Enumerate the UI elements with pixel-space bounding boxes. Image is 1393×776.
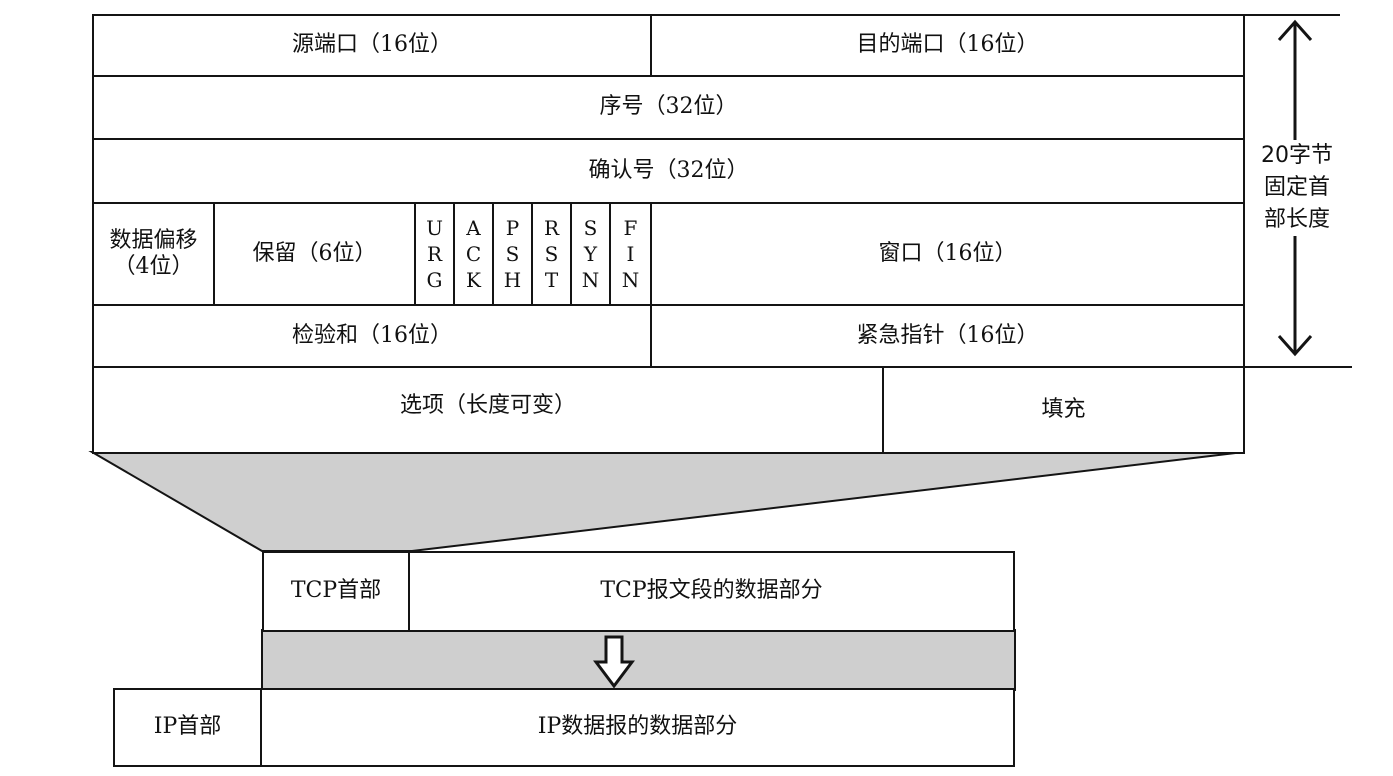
flag-letter: K xyxy=(466,268,481,292)
flag-letter: U xyxy=(426,216,443,240)
ip-datagram-header: IP首部 xyxy=(113,688,262,767)
flag-letter: T xyxy=(544,268,559,292)
flag-ack: A C K xyxy=(453,202,494,306)
flag-letter: H xyxy=(503,268,522,292)
expansion-trapezoid xyxy=(88,451,1245,552)
fixed-length-line3: 部长度 xyxy=(1263,207,1330,232)
flag-letter: F xyxy=(623,216,638,240)
flag-letter: S xyxy=(544,242,559,266)
flag-letter: N xyxy=(581,268,600,292)
fixed-length-line1: 20字节 xyxy=(1261,143,1333,168)
shaded-band xyxy=(261,629,1016,691)
flag-letter: R xyxy=(543,216,560,240)
fixed-length-line2: 固定首 xyxy=(1263,175,1330,200)
data-offset-size: （4位） xyxy=(113,254,194,279)
fixed-header-length-label: 20字节 固定首 部长度 xyxy=(1252,140,1342,236)
ip-datagram-data: IP数据报的数据部分 xyxy=(260,688,1015,767)
flag-letter: Y xyxy=(583,242,598,266)
flag-psh: P S H xyxy=(492,202,533,306)
flag-letter: G xyxy=(426,268,443,292)
flag-letter: S xyxy=(583,216,598,240)
destination-port-field: 目的端口（16位） xyxy=(650,14,1245,77)
source-port-field: 源端口（16位） xyxy=(92,14,652,77)
tcp-segment-header: TCP首部 xyxy=(262,551,410,632)
flag-letter: R xyxy=(426,242,443,266)
data-offset-label: 数据偏移 xyxy=(109,227,198,253)
flag-letter: N xyxy=(621,268,640,292)
flag-letter: A xyxy=(466,216,481,240)
flag-letter: S xyxy=(505,242,520,266)
flag-urg: U R G xyxy=(414,202,455,306)
flag-letter: P xyxy=(505,216,520,240)
sequence-number-field: 序号（32位） xyxy=(92,75,1245,140)
window-field: 窗口（16位） xyxy=(650,202,1245,306)
flag-letter: C xyxy=(465,242,482,266)
options-field: 选项（长度可变） xyxy=(92,366,884,454)
flag-fin: F I N xyxy=(609,202,652,306)
flag-rst: R S T xyxy=(531,202,572,306)
down-arrow-icon xyxy=(593,635,635,689)
padding-field: 填充 xyxy=(882,366,1245,454)
data-offset-field: 数据偏移 （4位） xyxy=(92,202,215,306)
checksum-field: 检验和（16位） xyxy=(92,304,652,368)
acknowledgment-number-field: 确认号（32位） xyxy=(92,138,1245,204)
reserved-field: 保留（6位） xyxy=(213,202,416,306)
double-headed-arrow-icon xyxy=(1277,19,1313,357)
tcp-segment-data: TCP报文段的数据部分 xyxy=(408,551,1015,632)
flag-letter: I xyxy=(626,242,635,266)
flag-syn: S Y N xyxy=(570,202,611,306)
urgent-pointer-field: 紧急指针（16位） xyxy=(650,304,1245,368)
